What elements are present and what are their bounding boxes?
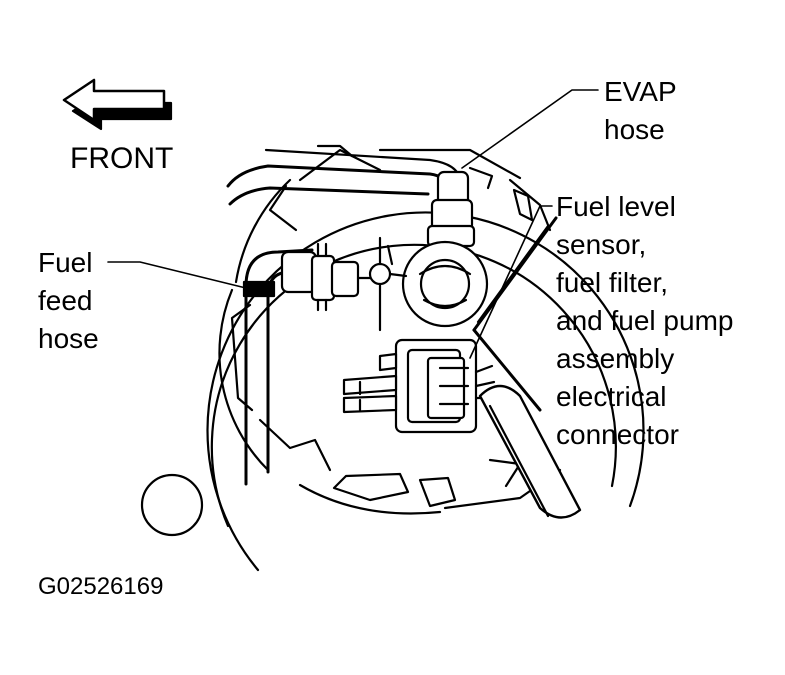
sensor-connector-label: Fuel level sensor, fuel filter, and fuel…	[556, 188, 733, 454]
electrical-connector	[342, 338, 582, 519]
figure-id: G02526169	[38, 573, 164, 600]
front-label: FRONT	[70, 140, 173, 178]
leader-lines	[107, 89, 599, 359]
module-bracket	[472, 216, 558, 412]
evap-hose-label: EVAP hose	[604, 73, 677, 149]
arrow-left-icon	[62, 78, 173, 131]
sensor-connector-label-line-7: connector	[556, 419, 679, 450]
front-text: FRONT	[70, 142, 174, 175]
sensor-connector-label-line-3: fuel filter,	[556, 267, 669, 298]
fuel-feed-hose-label-line-1: Fuel	[38, 247, 93, 278]
sensor-connector-label-line-4: and fuel pump	[556, 305, 734, 336]
fuel-feed-hose-label: Fuel feed hose	[38, 244, 99, 358]
evap-hose-label-line-2: hose	[604, 114, 665, 145]
fuel-feed-hose-label-line-2: feed	[38, 285, 93, 316]
pump-outlet-port	[401, 240, 489, 328]
evap-hose-label-line-1: EVAP	[604, 76, 677, 107]
sensor-connector-label-line-1: Fuel level	[556, 191, 676, 222]
access-hole	[140, 473, 204, 537]
sensor-connector-label-line-2: sensor,	[556, 229, 647, 260]
fuel-feed-hose	[242, 236, 408, 486]
sensor-connector-label-line-5: assembly	[556, 343, 675, 374]
sensor-connector-label-line-6: electrical	[556, 381, 667, 412]
fuel-feed-hose-label-line-3: hose	[38, 323, 99, 354]
tank-flange-rings	[206, 144, 645, 572]
